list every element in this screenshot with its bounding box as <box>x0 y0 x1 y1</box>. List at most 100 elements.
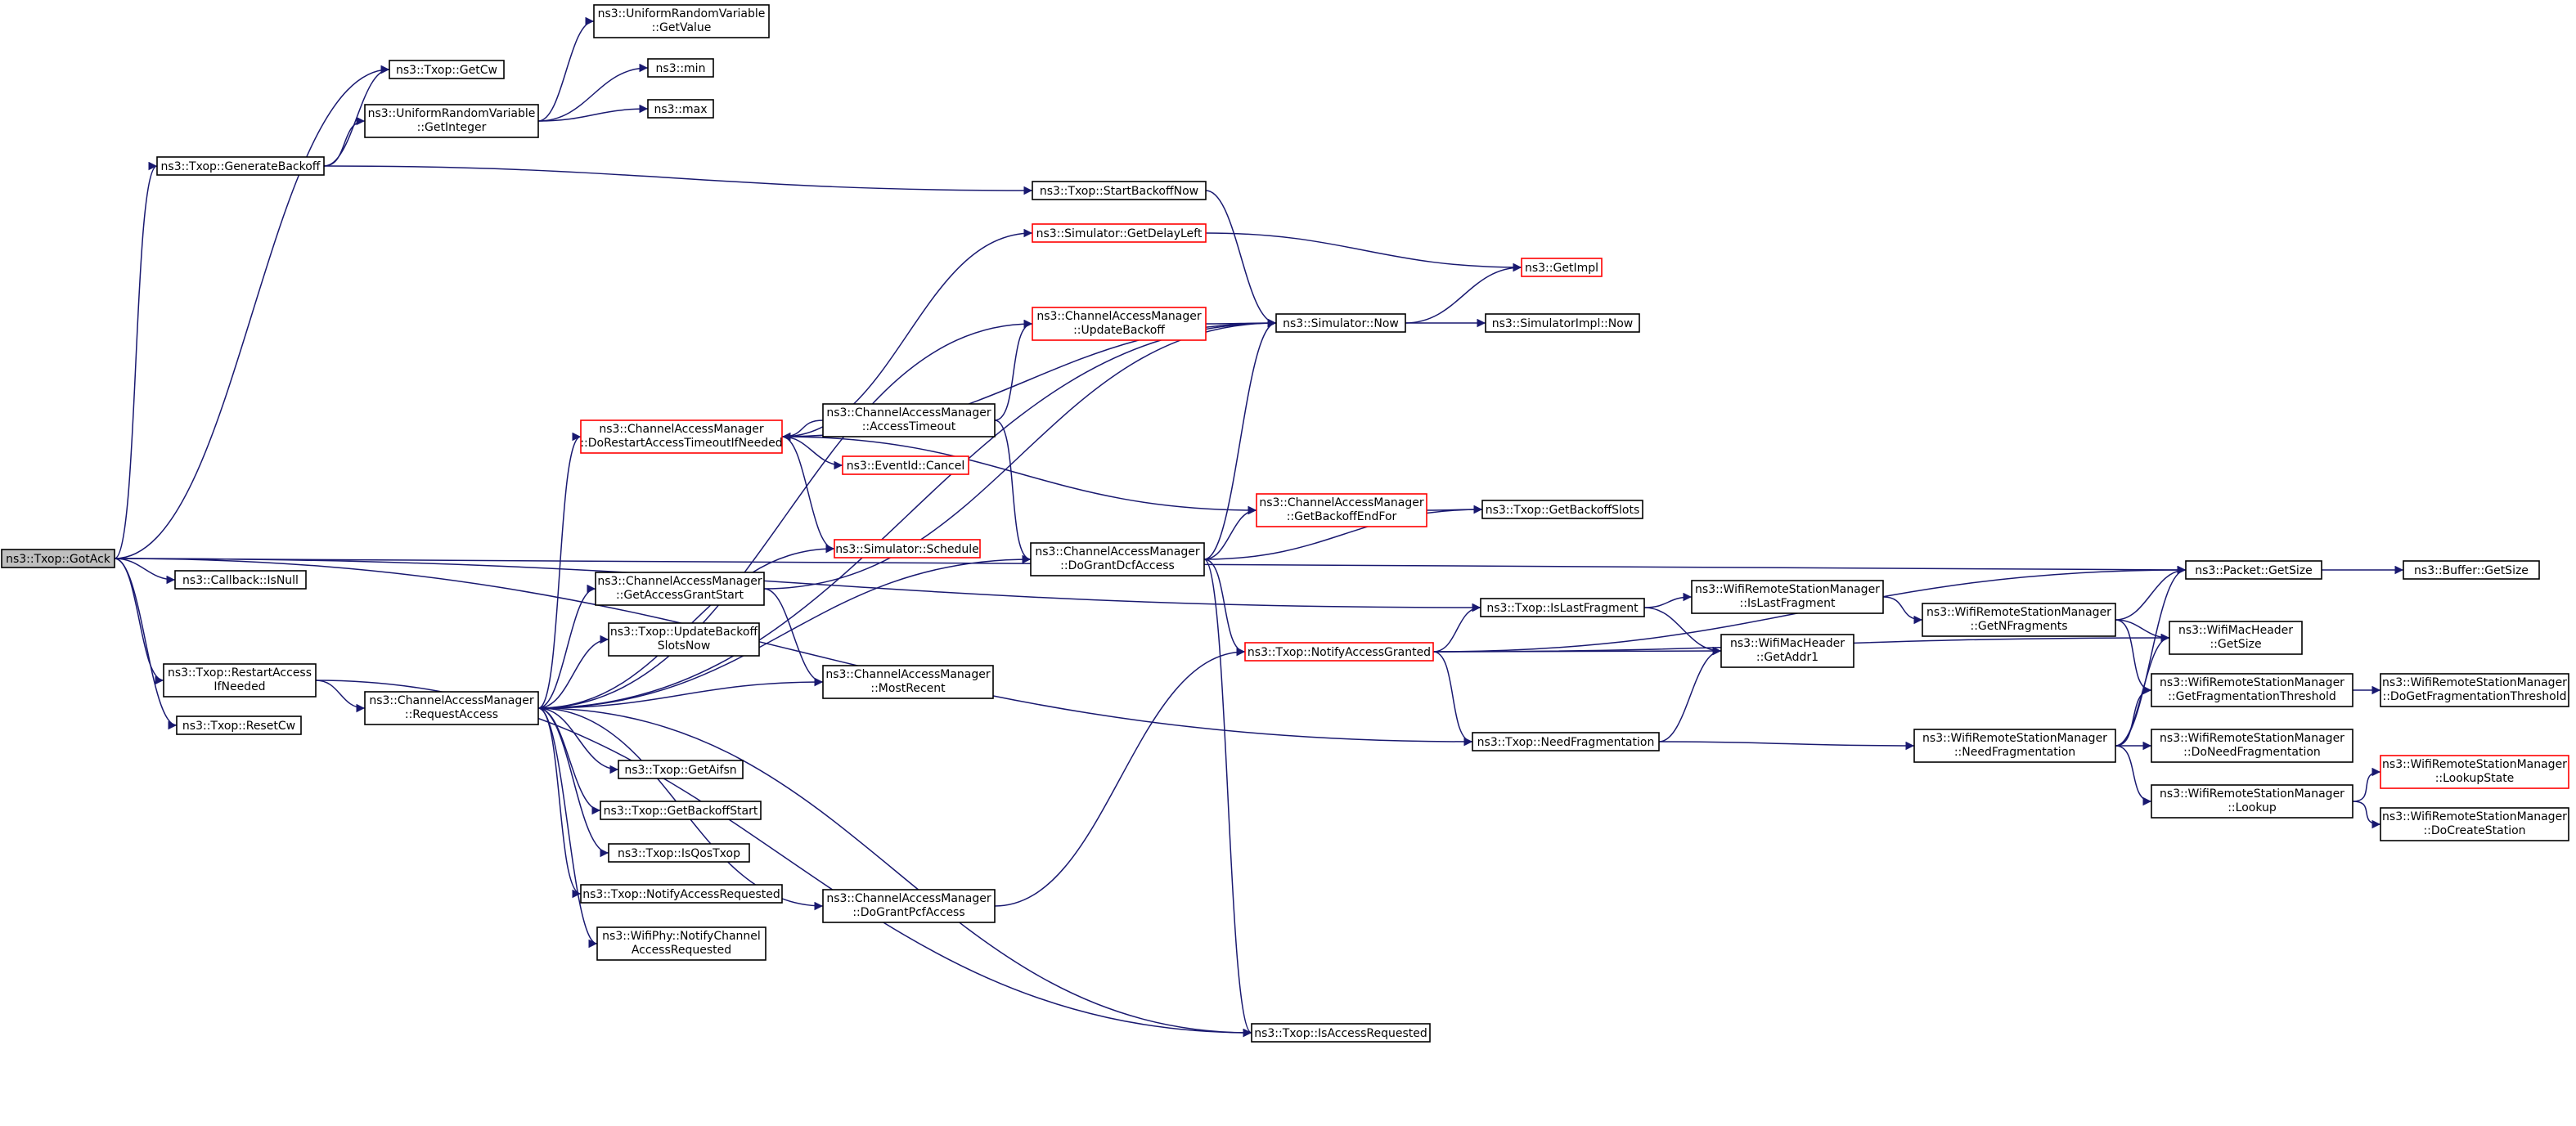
node-startbackoff[interactable]: ns3::Txop::StartBackoffNow <box>1032 181 1207 200</box>
node-isqostxop[interactable]: ns3::Txop::IsQosTxop <box>608 843 750 863</box>
edge-accesstimeout-to-dograntdcf <box>994 419 1032 564</box>
edge-requestaccess-to-simnow <box>537 318 1277 709</box>
node-box <box>2151 673 2353 707</box>
node-getaccessgrant[interactable]: ns3::ChannelAccessManager::GetAccessGran… <box>595 572 765 606</box>
node-dorestart[interactable]: ns3::ChannelAccessManager::DoRestartAcce… <box>580 419 783 454</box>
edge-startbackoff-to-simnow <box>1205 190 1277 328</box>
node-buffergetsize[interactable]: ns3::Buffer::GetSize <box>2403 560 2540 580</box>
node-label: AccessRequested <box>632 944 731 957</box>
node-docreatestation[interactable]: ns3::WifiRemoteStationManager::DoCreateS… <box>2380 807 2569 841</box>
node-label: ns3::Buffer::GetSize <box>2414 564 2529 577</box>
edge-getnfragments-to-packetgetsize <box>2115 565 2187 621</box>
node-label: ns3::Txop::IsQosTxop <box>618 847 740 860</box>
node-schedule[interactable]: ns3::Simulator::Schedule <box>834 539 981 559</box>
node-getnfragments[interactable]: ns3::WifiRemoteStationManager::GetNFragm… <box>1922 603 2116 637</box>
node-isnull[interactable]: ns3::Callback::IsNull <box>174 570 307 590</box>
node-label: ns3::EventId::Cancel <box>847 460 965 473</box>
node-islastfragment[interactable]: ns3::Txop::IsLastFragment <box>1480 598 1645 617</box>
node-label: ::GetBackoffEndFor <box>1287 510 1397 523</box>
node-label: ::GetSize <box>2210 638 2261 651</box>
node-getbackoffslots[interactable]: ns3::Txop::GetBackoffSlots <box>1481 500 1643 519</box>
edge-wrsmneedfrag-to-getfragthreshold <box>2115 685 2152 747</box>
node-gotack[interactable]: ns3::Txop::GotAck <box>1 549 115 568</box>
node-notifyaccessgranted[interactable]: ns3::Txop::NotifyAccessGranted <box>1244 642 1434 662</box>
node-min[interactable]: ns3::min <box>647 58 714 78</box>
node-label: ns3::Simulator::Schedule <box>835 543 979 556</box>
node-getinteger[interactable]: ns3::UniformRandomVariable::GetInteger <box>364 104 539 138</box>
node-requestaccess[interactable]: ns3::ChannelAccessManager::RequestAccess <box>364 691 539 725</box>
node-max[interactable]: ns3::max <box>647 99 714 119</box>
node-wifiphynotify[interactable]: ns3::WifiPhy::NotifyChannelAccessRequest… <box>596 926 767 961</box>
node-label: ns3::Txop::GotAck <box>6 553 111 566</box>
node-label: IfNeeded <box>214 680 265 693</box>
edge-lookup-to-lookupstate <box>2352 767 2381 802</box>
edge-dorestart-to-schedule <box>781 436 835 554</box>
node-genbackoff[interactable]: ns3::Txop::GenerateBackoff <box>156 156 325 176</box>
edge-notifyaccessgranted-to-islastfragment <box>1432 603 1481 653</box>
node-label: ns3::WifiRemoteStationManager <box>1922 732 2107 745</box>
node-simnow[interactable]: ns3::Simulator::Now <box>1275 313 1406 333</box>
node-box <box>600 801 762 820</box>
node-getimpl[interactable]: ns3::GetImpl <box>1521 258 1603 277</box>
node-machdrgetsize[interactable]: ns3::WifiMacHeader::GetSize <box>2169 621 2303 655</box>
edge-dorestart-to-eventcancel <box>781 436 843 470</box>
node-lookup[interactable]: ns3::WifiRemoteStationManager::Lookup <box>2151 784 2353 819</box>
node-resetcw[interactable]: ns3::Txop::ResetCw <box>176 716 302 735</box>
edge-getaccessgrant-to-mostrecent <box>763 588 824 687</box>
node-mostrecent[interactable]: ns3::ChannelAccessManager::MostRecent <box>822 665 994 699</box>
node-label: ns3::Txop::NotifyAccessGranted <box>1248 646 1431 659</box>
node-getaddr1[interactable]: ns3::WifiMacHeader::GetAddr1 <box>1720 634 1854 668</box>
edge-getinteger-to-max <box>537 104 649 122</box>
node-box <box>2380 755 2569 789</box>
node-label: ns3::Txop::NotifyAccessRequested <box>582 888 780 901</box>
edge-gotack-to-resetcw <box>114 558 178 730</box>
node-box <box>822 665 994 699</box>
node-label: ::GetValue <box>652 21 712 34</box>
node-label: ns3::ChannelAccessManager <box>1259 496 1424 509</box>
node-getvalue[interactable]: ns3::UniformRandomVariable::GetValue <box>593 4 770 38</box>
node-box <box>834 539 981 559</box>
edge-wrsmislastfrag-to-getnfragments <box>1882 596 1923 625</box>
node-box <box>1720 634 1854 668</box>
node-dogetfragthreshold[interactable]: ns3::WifiRemoteStationManager::DoGetFrag… <box>2380 673 2569 707</box>
node-getfragthreshold[interactable]: ns3::WifiRemoteStationManager::GetFragme… <box>2151 673 2353 707</box>
node-label: ::MostRecent <box>870 682 946 695</box>
node-label: ::DoRestartAccessTimeoutIfNeeded <box>580 437 782 450</box>
node-doneedfrag[interactable]: ns3::WifiRemoteStationManager::DoNeedFra… <box>2151 729 2353 763</box>
node-box <box>1472 732 1660 751</box>
node-getcw[interactable]: ns3::Txop::GetCw <box>389 60 505 79</box>
node-label: ns3::GetImpl <box>1525 262 1598 275</box>
edge-dograntdcf-to-notifyaccessgranted <box>1203 559 1246 657</box>
node-box <box>2380 673 2569 707</box>
node-wrsmneedfrag[interactable]: ns3::WifiRemoteStationManager::NeedFragm… <box>1913 729 2116 763</box>
node-accesstimeout[interactable]: ns3::ChannelAccessManager::AccessTimeout <box>822 403 996 437</box>
node-needfrag[interactable]: ns3::Txop::NeedFragmentation <box>1472 732 1660 751</box>
node-label: ns3::WifiRemoteStationManager <box>2160 787 2344 801</box>
node-label: ns3::Txop::IsAccessRequested <box>1254 1027 1427 1040</box>
node-updatebackoff[interactable]: ns3::ChannelAccessManager::UpdateBackoff <box>1032 307 1207 341</box>
node-box <box>2151 729 2353 763</box>
node-wrsmislastfrag[interactable]: ns3::WifiRemoteStationManager::IsLastFra… <box>1691 580 1884 614</box>
node-dograntdcf[interactable]: ns3::ChannelAccessManager::DoGrantDcfAcc… <box>1030 542 1205 576</box>
node-box <box>1256 493 1427 527</box>
node-dograntpcf[interactable]: ns3::ChannelAccessManager::DoGrantPcfAcc… <box>822 889 996 923</box>
edge-needfrag-to-getaddr1 <box>1658 646 1722 742</box>
node-notifyaccessreq[interactable]: ns3::Txop::NotifyAccessRequested <box>580 884 783 904</box>
node-label: ::Lookup <box>2228 801 2277 814</box>
node-label: ns3::Txop::StartBackoffNow <box>1040 185 1198 198</box>
node-eventcancel[interactable]: ns3::EventId::Cancel <box>842 455 969 475</box>
node-box <box>580 419 783 454</box>
node-getaifsn[interactable]: ns3::Txop::GetAifsn <box>618 760 744 779</box>
node-isaccessreq[interactable]: ns3::Txop::IsAccessRequested <box>1251 1023 1431 1043</box>
node-lookupstate[interactable]: ns3::WifiRemoteStationManager::LookupSta… <box>2380 755 2569 789</box>
node-label: ::LookupState <box>2435 772 2515 785</box>
node-getdelayleft[interactable]: ns3::Simulator::GetDelayLeft <box>1032 223 1207 243</box>
edge-requestaccess-to-getaccessgrant <box>537 584 596 709</box>
node-packetgetsize[interactable]: ns3::Packet::GetSize <box>2185 560 2322 580</box>
node-getbackoffendfor[interactable]: ns3::ChannelAccessManager::GetBackoffEnd… <box>1256 493 1427 527</box>
node-simimplnow[interactable]: ns3::SimulatorImpl::Now <box>1485 313 1640 333</box>
node-getbackoffstart[interactable]: ns3::Txop::GetBackoffStart <box>600 801 762 820</box>
node-label: ns3::Txop::ResetCw <box>182 720 295 733</box>
